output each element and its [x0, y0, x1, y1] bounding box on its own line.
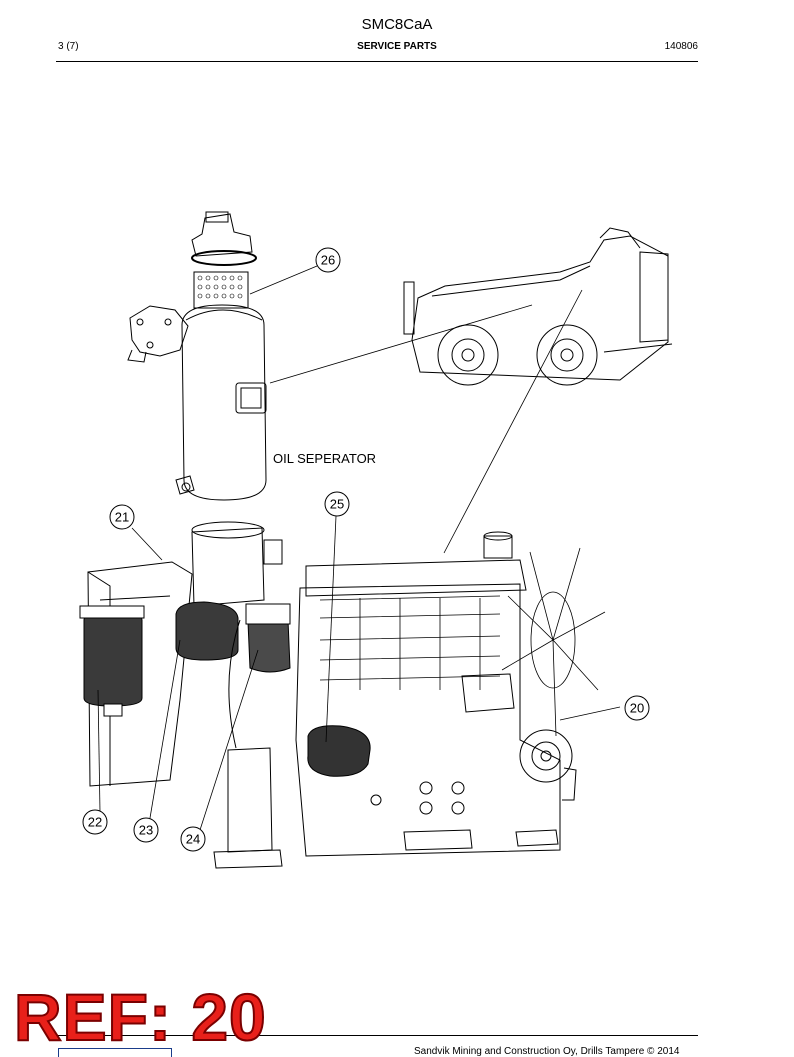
callout-24: 24	[180, 826, 206, 852]
svg-text:24: 24	[186, 832, 200, 847]
ref-stamp: REF: 20	[13, 980, 267, 1054]
callout-26: 26	[315, 247, 341, 273]
callout-21: 21	[109, 504, 135, 530]
svg-text:22: 22	[88, 815, 102, 830]
oil-separator-drawing	[127, 211, 267, 501]
svg-text:21: 21	[115, 510, 129, 525]
callout-25: 25	[324, 491, 350, 517]
page-number: 3 (7)	[58, 41, 79, 52]
oil-separator-label: OIL SEPERATOR	[273, 451, 377, 466]
date-code: 140806	[664, 41, 698, 52]
callout-20: 20	[624, 695, 650, 721]
engine-assembly-drawing	[79, 521, 606, 869]
section-title: SERVICE PARTS	[357, 41, 437, 52]
machine-thumbnail	[403, 227, 673, 386]
svg-text:25: 25	[330, 497, 344, 512]
svg-text:23: 23	[139, 823, 153, 838]
document-title: SMC8CaA	[361, 16, 433, 33]
callout-23: 23	[133, 817, 159, 843]
footer-copyright: Sandvik Mining and Construction Oy, Dril…	[414, 1046, 680, 1057]
callout-22: 22	[82, 809, 108, 835]
header-rule	[56, 61, 698, 62]
leader-lines	[97, 265, 621, 831]
svg-text:20: 20	[630, 701, 644, 716]
svg-text:26: 26	[321, 253, 335, 268]
footer-rule	[56, 1035, 698, 1036]
